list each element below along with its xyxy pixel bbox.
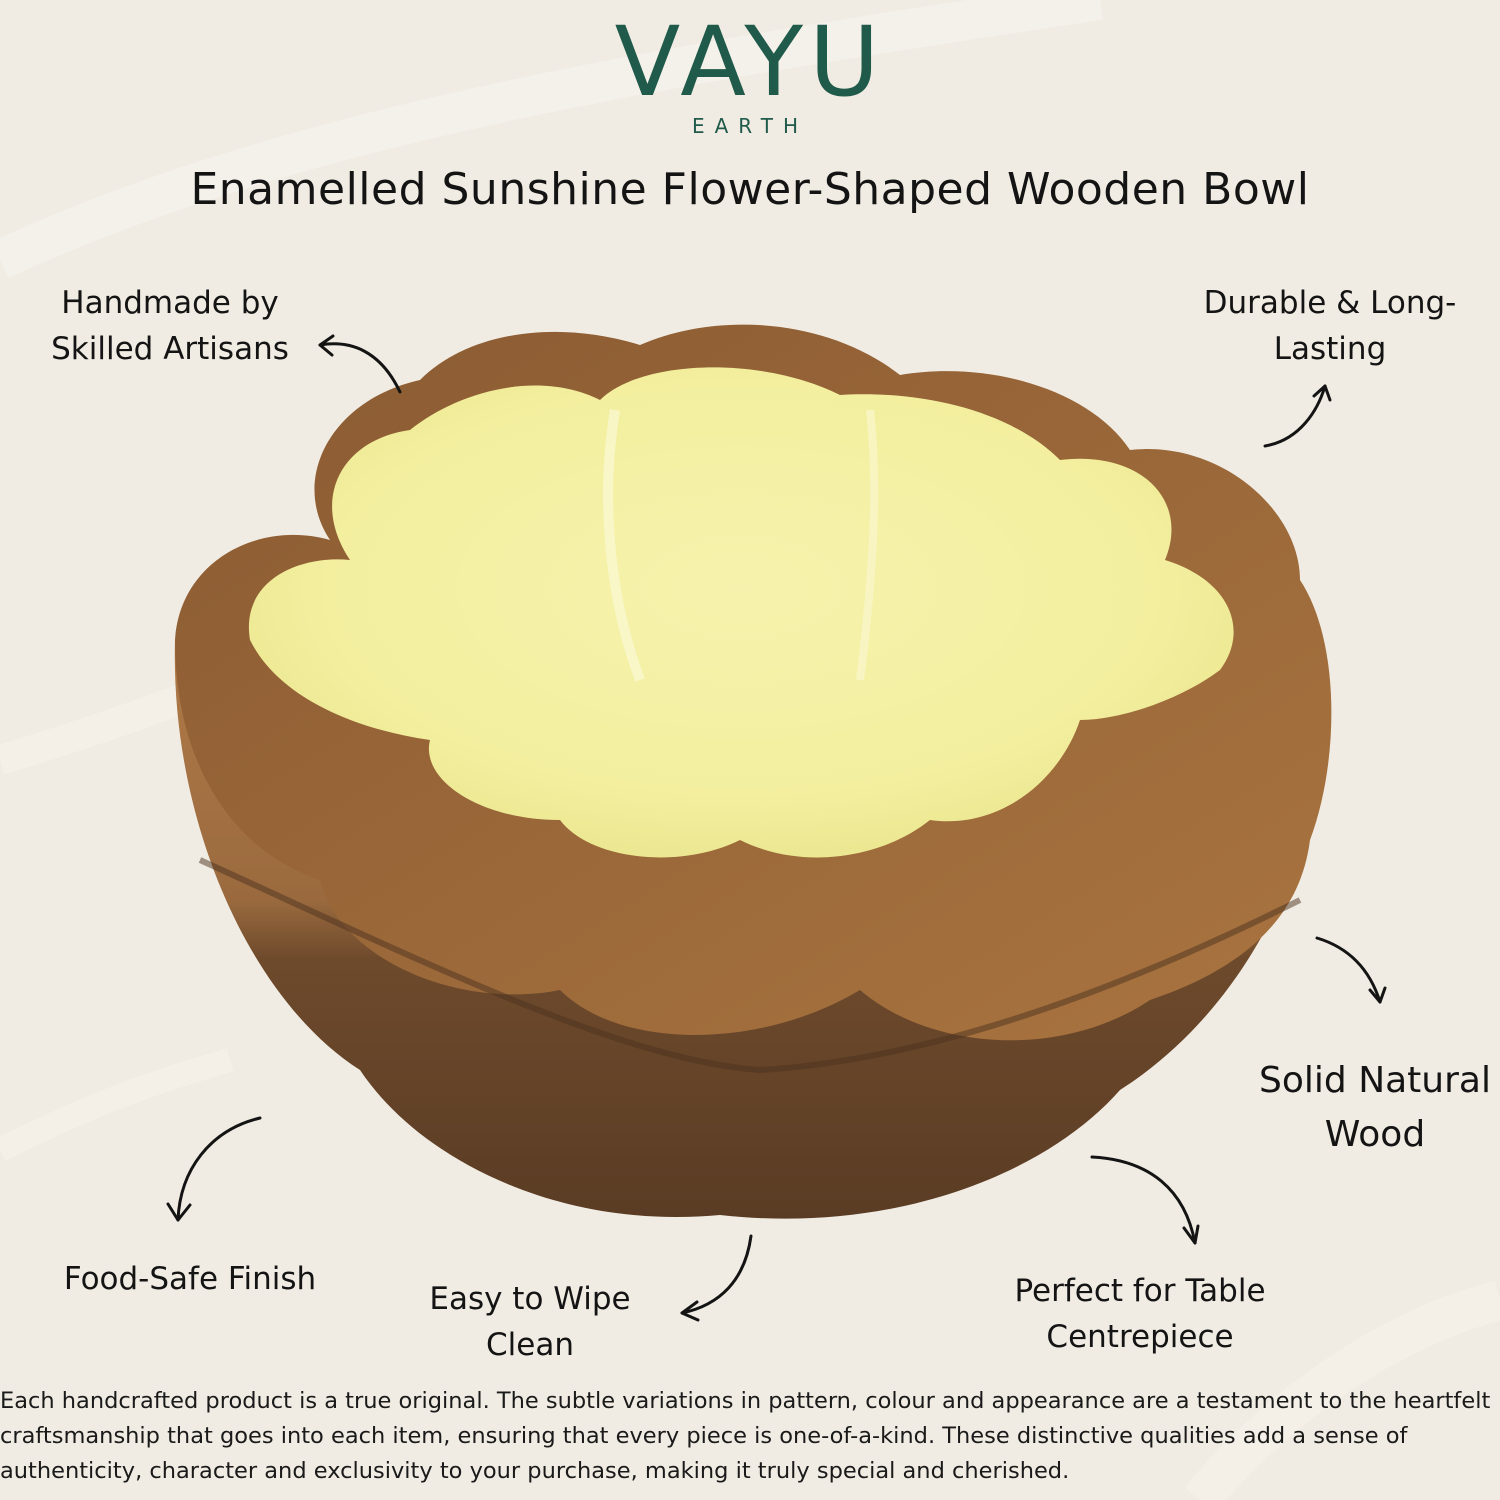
- brand-subtitle: EARTH: [691, 114, 808, 138]
- feature-centrepiece: Perfect for Table Centrepiece: [990, 1268, 1290, 1360]
- feature-wood-line2: Wood: [1324, 1114, 1426, 1155]
- feature-durable-line1: Durable & Long-: [1203, 285, 1457, 321]
- feature-handmade: Handmade by Skilled Artisans: [30, 280, 310, 372]
- feature-food-safe: Food-Safe Finish: [40, 1256, 340, 1302]
- feature-handmade-line2: Skilled Artisans: [51, 331, 289, 367]
- brand-logo: VAYU EARTH: [0, 14, 1500, 138]
- disclaimer-text: Each handcrafted product is a true origi…: [0, 1388, 1491, 1484]
- feature-handmade-line1: Handmade by: [61, 285, 279, 321]
- feature-durable: Durable & Long- Lasting: [1190, 280, 1470, 372]
- feature-wood-line1: Solid Natural: [1259, 1060, 1491, 1101]
- feature-wipe-line2: Clean: [486, 1327, 574, 1363]
- feature-durable-line2: Lasting: [1273, 331, 1387, 367]
- feature-wipe-line1: Easy to Wipe: [429, 1281, 631, 1317]
- feature-easy-wipe: Easy to Wipe Clean: [410, 1276, 650, 1368]
- feature-table-line2: Centrepiece: [1046, 1319, 1234, 1355]
- brand-name: VAYU: [614, 6, 886, 118]
- feature-table-line1: Perfect for Table: [1014, 1273, 1266, 1309]
- feature-food-line1: Food-Safe Finish: [63, 1261, 317, 1297]
- product-title: Enamelled Sunshine Flower-Shaped Wooden …: [190, 164, 1310, 215]
- feature-solid-wood: Solid Natural Wood: [1250, 1054, 1500, 1162]
